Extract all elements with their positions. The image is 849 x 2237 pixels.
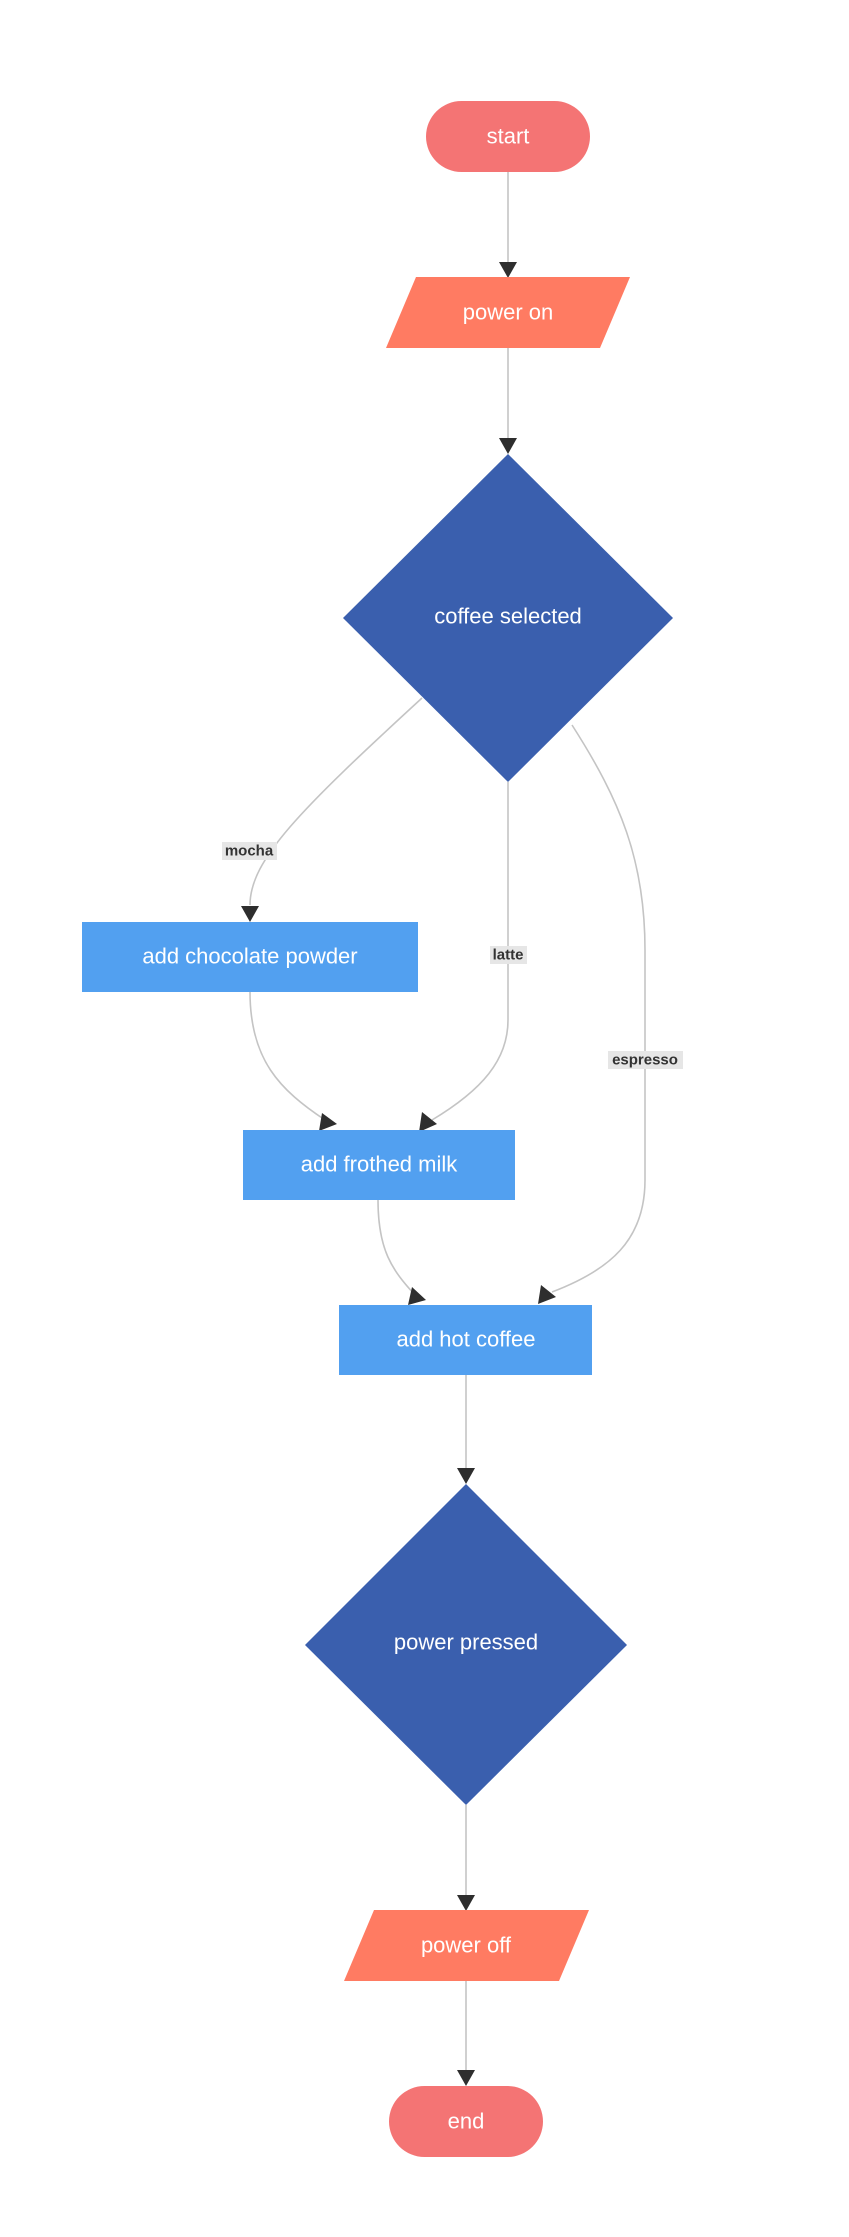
decision-shape <box>305 1484 627 1805</box>
decision-shape <box>343 454 673 782</box>
arrow-head <box>538 1285 556 1304</box>
node-power-off: power off <box>344 1910 589 1981</box>
edge-label-text: latte <box>493 947 524 964</box>
node-label: end <box>448 2109 485 2134</box>
node-label: add hot coffee <box>396 1327 535 1352</box>
node-label: coffee selected <box>434 604 582 629</box>
node-label: add frothed milk <box>301 1152 459 1177</box>
node-coffee-selected: coffee selected <box>343 454 673 782</box>
io-shape <box>386 277 630 348</box>
arrow-head <box>241 906 259 922</box>
node-label: power off <box>421 1933 512 1958</box>
process-shape <box>243 1130 515 1200</box>
arrow-head <box>457 1468 475 1484</box>
node-power-on: power on <box>386 277 630 348</box>
node-add-hot-coffee: add hot coffee <box>339 1305 592 1375</box>
edge-label-text: mocha <box>225 843 274 860</box>
arrow-head <box>499 438 517 454</box>
edge-latte <box>431 782 509 1121</box>
node-power-pressed: power pressed <box>305 1484 627 1805</box>
arrow-head <box>319 1113 337 1131</box>
edges <box>241 172 646 2086</box>
arrow-head <box>457 2070 475 2086</box>
node-start: start <box>426 101 590 172</box>
node-add-frothed-milk: add frothed milk <box>243 1130 515 1200</box>
terminal-shape <box>426 101 590 172</box>
arrow-head <box>457 1895 475 1911</box>
edge-milk-to-hot-coffee <box>377 1199 416 1296</box>
node-label: power pressed <box>394 1630 538 1655</box>
node-label: power on <box>463 300 554 325</box>
node-label: add chocolate powder <box>142 944 357 969</box>
arrow-head <box>499 262 517 278</box>
process-shape <box>339 1305 592 1375</box>
edge-label-mocha: mocha <box>222 842 277 860</box>
arrow-head <box>419 1112 437 1132</box>
edge-mocha <box>249 697 423 906</box>
io-shape <box>344 1910 589 1981</box>
node-end: end <box>389 2086 543 2157</box>
edge-espresso <box>551 724 646 1293</box>
arrow-head <box>408 1287 426 1305</box>
node-label: start <box>487 124 530 149</box>
node-add-chocolate-powder: add chocolate powder <box>82 922 418 992</box>
edge-label-espresso: espresso <box>608 1051 683 1069</box>
edge-chocolate-to-milk <box>249 991 326 1121</box>
process-shape <box>82 922 418 992</box>
terminal-shape <box>389 2086 543 2157</box>
edge-label-latte: latte <box>490 946 527 964</box>
edge-label-text: espresso <box>612 1052 678 1069</box>
